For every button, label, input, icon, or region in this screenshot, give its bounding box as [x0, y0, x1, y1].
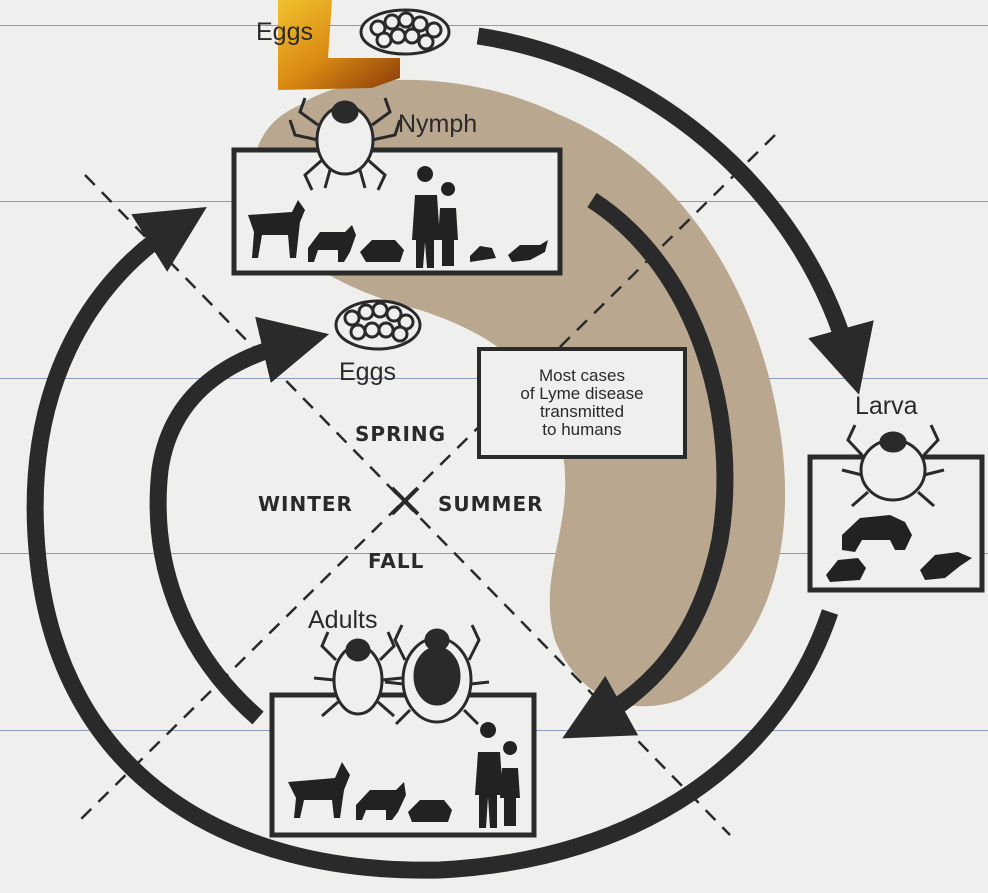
season-cross-icon [390, 486, 420, 516]
nymph-hosts-animals [248, 166, 548, 268]
human-adult-icon [412, 166, 440, 268]
rule-line [0, 25, 988, 26]
season-winter-label: WINTER [258, 492, 353, 516]
adult-tick-large-icon [384, 624, 490, 726]
arrow-nymph-to-adults [562, 192, 734, 739]
nymph-label: Nymph [398, 110, 478, 138]
nymph-tick-icon [288, 97, 402, 191]
adults-label: Adults [308, 606, 378, 634]
season-summer-label: SUMMER [438, 492, 544, 516]
eggs-center-label: Eggs [339, 358, 396, 386]
raccoon-icon [408, 800, 452, 822]
rule-line [0, 553, 988, 554]
lyme-transmission-note-text: Most cases of Lyme disease transmitted t… [520, 366, 644, 439]
human-child-icon [500, 741, 520, 826]
overlay-glitch-graphic [278, 0, 400, 90]
bird-icon [920, 552, 972, 580]
mouse-icon [470, 246, 496, 262]
deer-icon [288, 762, 350, 818]
season-fall-label: FALL [368, 549, 425, 573]
arrow-adults-to-eggs [149, 316, 330, 725]
raccoon-icon [842, 515, 912, 552]
arrow-larva-to-nymph [26, 206, 839, 879]
adults-hosts-animals [288, 722, 520, 828]
adult-tick-small-icon [313, 631, 403, 718]
larva-label: Larva [855, 392, 918, 420]
season-spring-label: SPRING [355, 422, 447, 446]
lyme-transmission-note-box: Most cases of Lyme disease transmitted t… [477, 347, 687, 459]
season-divider-line [79, 134, 776, 821]
human-child-icon [438, 182, 458, 266]
fox-icon [356, 782, 406, 820]
larva-tick-icon [841, 424, 945, 508]
fox-icon [308, 225, 356, 262]
bird-icon [508, 240, 548, 262]
eggs-top-label: Eggs [256, 18, 313, 46]
larva-hosts-animals [826, 515, 972, 582]
arrow-eggs-to-larva [476, 27, 874, 395]
deer-icon [248, 200, 305, 258]
raccoon-icon [360, 240, 404, 262]
eggs-top-icon [359, 8, 451, 56]
human-adult-icon [475, 722, 503, 828]
mouse-icon [826, 558, 866, 582]
eggs-center-icon [334, 299, 422, 351]
